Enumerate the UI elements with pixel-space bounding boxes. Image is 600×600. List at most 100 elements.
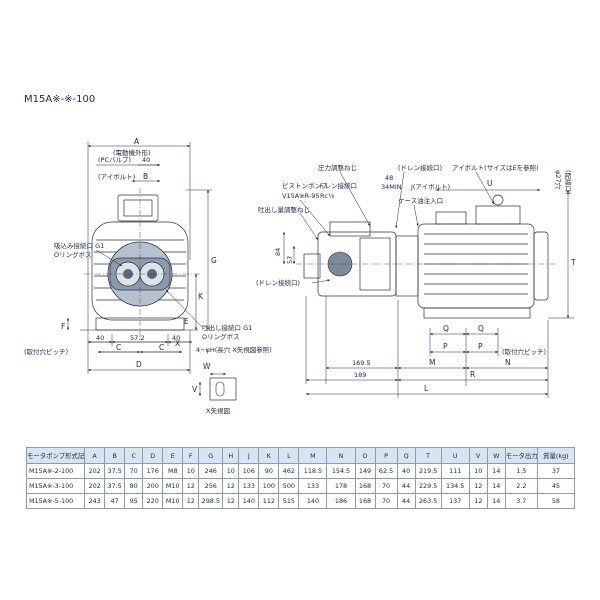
spec-value-cell: 44 — [396, 493, 416, 509]
spec-value-cell: 263.5 — [414, 493, 442, 509]
spec-value-cell: 202 — [84, 478, 106, 494]
dim-G: G — [211, 256, 217, 265]
spec-value-cell: 111 — [440, 463, 470, 479]
dim-40-left: 40 — [96, 334, 104, 342]
spec-value-cell: 37.5 — [104, 478, 126, 494]
spec-header-cell: T — [414, 447, 442, 464]
dim-M: M — [429, 358, 435, 367]
side-view: 圧力調整ねじ (ドレン接続口) 48 アイボルト(サイズはEを参照) ピストンポ… — [256, 163, 576, 398]
spec-value-cell: 246 — [198, 463, 224, 479]
dim-V: V — [192, 385, 198, 394]
spec-value-cell: 220 — [142, 493, 164, 509]
discharge-oring-label: Oリングボス — [202, 332, 240, 341]
spec-value-cell: 140 — [298, 493, 328, 509]
spec-value-cell: 229.5 — [414, 478, 442, 494]
spec-value-cell: 44 — [396, 478, 416, 494]
spec-value-cell: 100 — [258, 478, 280, 494]
motor-body-side — [417, 223, 535, 309]
dim-D: D — [136, 360, 142, 369]
x-arrow-view: W V X矢視図 — [192, 362, 237, 415]
spec-value-cell: 118.5 — [298, 463, 328, 479]
motor-feet-side — [423, 307, 531, 319]
spec-value-cell: M8 — [162, 463, 184, 479]
spec-value-cell: 149 — [354, 463, 376, 479]
pump-bracket — [395, 235, 419, 297]
dim-P1: P — [443, 342, 448, 351]
spec-header-cell: K — [258, 447, 280, 464]
spec-value-cell: 140 — [238, 493, 260, 509]
dim-B: B — [143, 172, 148, 181]
spec-value-cell: 10 — [468, 463, 488, 479]
dim-W: W — [203, 362, 211, 371]
dim-A: A — [134, 137, 140, 146]
dim-L: L — [424, 384, 429, 393]
dim-189: 189 — [354, 371, 366, 379]
spec-value-cell: 10 — [222, 463, 240, 479]
suction-oring-label: Oリングボス — [54, 250, 92, 259]
terminal-box — [117, 194, 159, 222]
spec-value-cell: 112 — [258, 493, 280, 509]
spec-header-cell: P — [374, 447, 398, 464]
spec-value-cell: 70 — [374, 493, 398, 509]
drawing-canvas: M15A※-※-100 A (電動機外形) (PCバルブ) 40 (アイボルト)… — [24, 94, 576, 415]
motor-outline-label: (電動機外形) — [113, 148, 151, 157]
spec-value-cell: 12 — [182, 493, 200, 509]
spec-value-cell: 462 — [278, 463, 300, 479]
wiring-hole-note: (配線口) — [564, 170, 573, 195]
spec-value-cell: 70 — [124, 463, 144, 479]
spec-header-cell: M — [298, 447, 328, 464]
terminal-box-side — [475, 205, 521, 225]
eyebolt-note: アイボルト(サイズはEを参照) — [452, 163, 539, 172]
J-eyebolt-label: J(アイボルト) — [410, 183, 450, 191]
spec-value-cell: 14 — [486, 478, 506, 494]
spec-header-cell: モータ出力 (kW) — [504, 447, 538, 464]
spec-value-cell: 80 — [124, 478, 144, 494]
spec-value-cell: 10 — [182, 463, 200, 479]
piston-pump-label: ピストンポンプ — [282, 182, 328, 190]
spec-value-cell: 1.5 — [504, 463, 538, 479]
spec-value-cell: 12 — [468, 493, 488, 509]
spec-value-cell: 154.5 — [326, 463, 356, 479]
spec-value-cell: 70 — [374, 478, 398, 494]
spec-value-cell: 14 — [486, 463, 506, 479]
spec-header-cell: 質量(kg) — [536, 447, 576, 464]
spec-value-cell: 500 — [278, 478, 300, 494]
spec-value-cell: 37 — [536, 463, 576, 479]
spec-value-cell: 137 — [440, 493, 470, 509]
drain-port-lower-label: (ドレン接続口) — [256, 278, 300, 287]
pc-valve-label: (PCバルブ) — [98, 155, 131, 164]
spec-header-cell: G — [198, 447, 224, 464]
spec-value-cell: 12 — [468, 478, 488, 494]
spec-header-cell: H — [222, 447, 240, 464]
case-port-label: ケース油注入口 — [398, 196, 443, 205]
mount-pitch-left: (取付穴ピッチ) — [24, 347, 68, 356]
spec-value-cell: 243 — [84, 493, 106, 509]
spec-value-cell: 12 — [222, 478, 240, 494]
dim-169-5: 169.5 — [352, 359, 371, 367]
spec-value-cell: 12 — [182, 478, 200, 494]
pressure-screw-label: 圧力調整ねじ — [318, 163, 357, 172]
spec-model-cell: M15A※-2-100 — [25, 463, 86, 479]
pump-model-label: V15A※R-95 — [282, 192, 319, 200]
dim-40-top: 40 — [142, 156, 150, 164]
spec-header-cell: D — [142, 447, 164, 464]
dim-E: E — [184, 317, 189, 326]
dim-N: N — [505, 358, 511, 367]
spec-value-cell: 202 — [84, 463, 106, 479]
mount-pitch-right: (取付穴ピッチ) — [502, 347, 546, 356]
spec-value-cell: 168 — [354, 478, 376, 494]
dim-48: 48 — [385, 174, 393, 182]
spec-value-cell: 95 — [124, 493, 144, 509]
spec-header-cell: Q — [396, 447, 416, 464]
drawing-title: M15A※-※-100 — [24, 94, 95, 105]
spec-value-cell: M10 — [162, 493, 184, 509]
spec-header-cell: U — [440, 447, 470, 464]
spec-value-cell: 3.7 — [504, 493, 538, 509]
hole-label: 4−φH(長穴 X矢視図参照) — [196, 345, 272, 354]
spec-header-cell: F — [182, 447, 200, 464]
spec-value-cell: 40 — [396, 463, 416, 479]
spec-value-cell: 45 — [536, 478, 576, 494]
dim-R: R — [470, 370, 475, 379]
